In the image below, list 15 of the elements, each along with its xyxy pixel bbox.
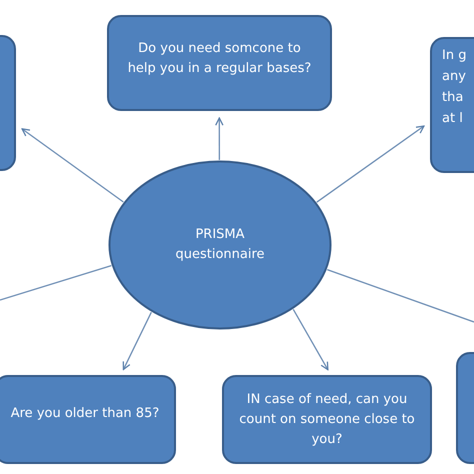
arrow	[292, 308, 328, 370]
center-label: PRISMA questionnaire	[174, 226, 266, 264]
question-text: Are you older than 85?	[10, 404, 160, 422]
arrow	[316, 125, 425, 203]
question-text: In g any tha at l	[442, 47, 468, 128]
question-text: IN case of need, can you count on someone close to you?	[238, 390, 416, 448]
ellipse-node	[108, 160, 332, 330]
question-box	[0, 375, 176, 464]
arrow	[122, 312, 152, 370]
question-box	[222, 375, 432, 464]
arrow	[21, 128, 124, 203]
arrow	[215, 117, 224, 160]
question-box	[107, 15, 332, 111]
question-text: Do you need somcone to help you in a regular bases?	[126, 40, 312, 78]
question-box	[430, 37, 474, 173]
